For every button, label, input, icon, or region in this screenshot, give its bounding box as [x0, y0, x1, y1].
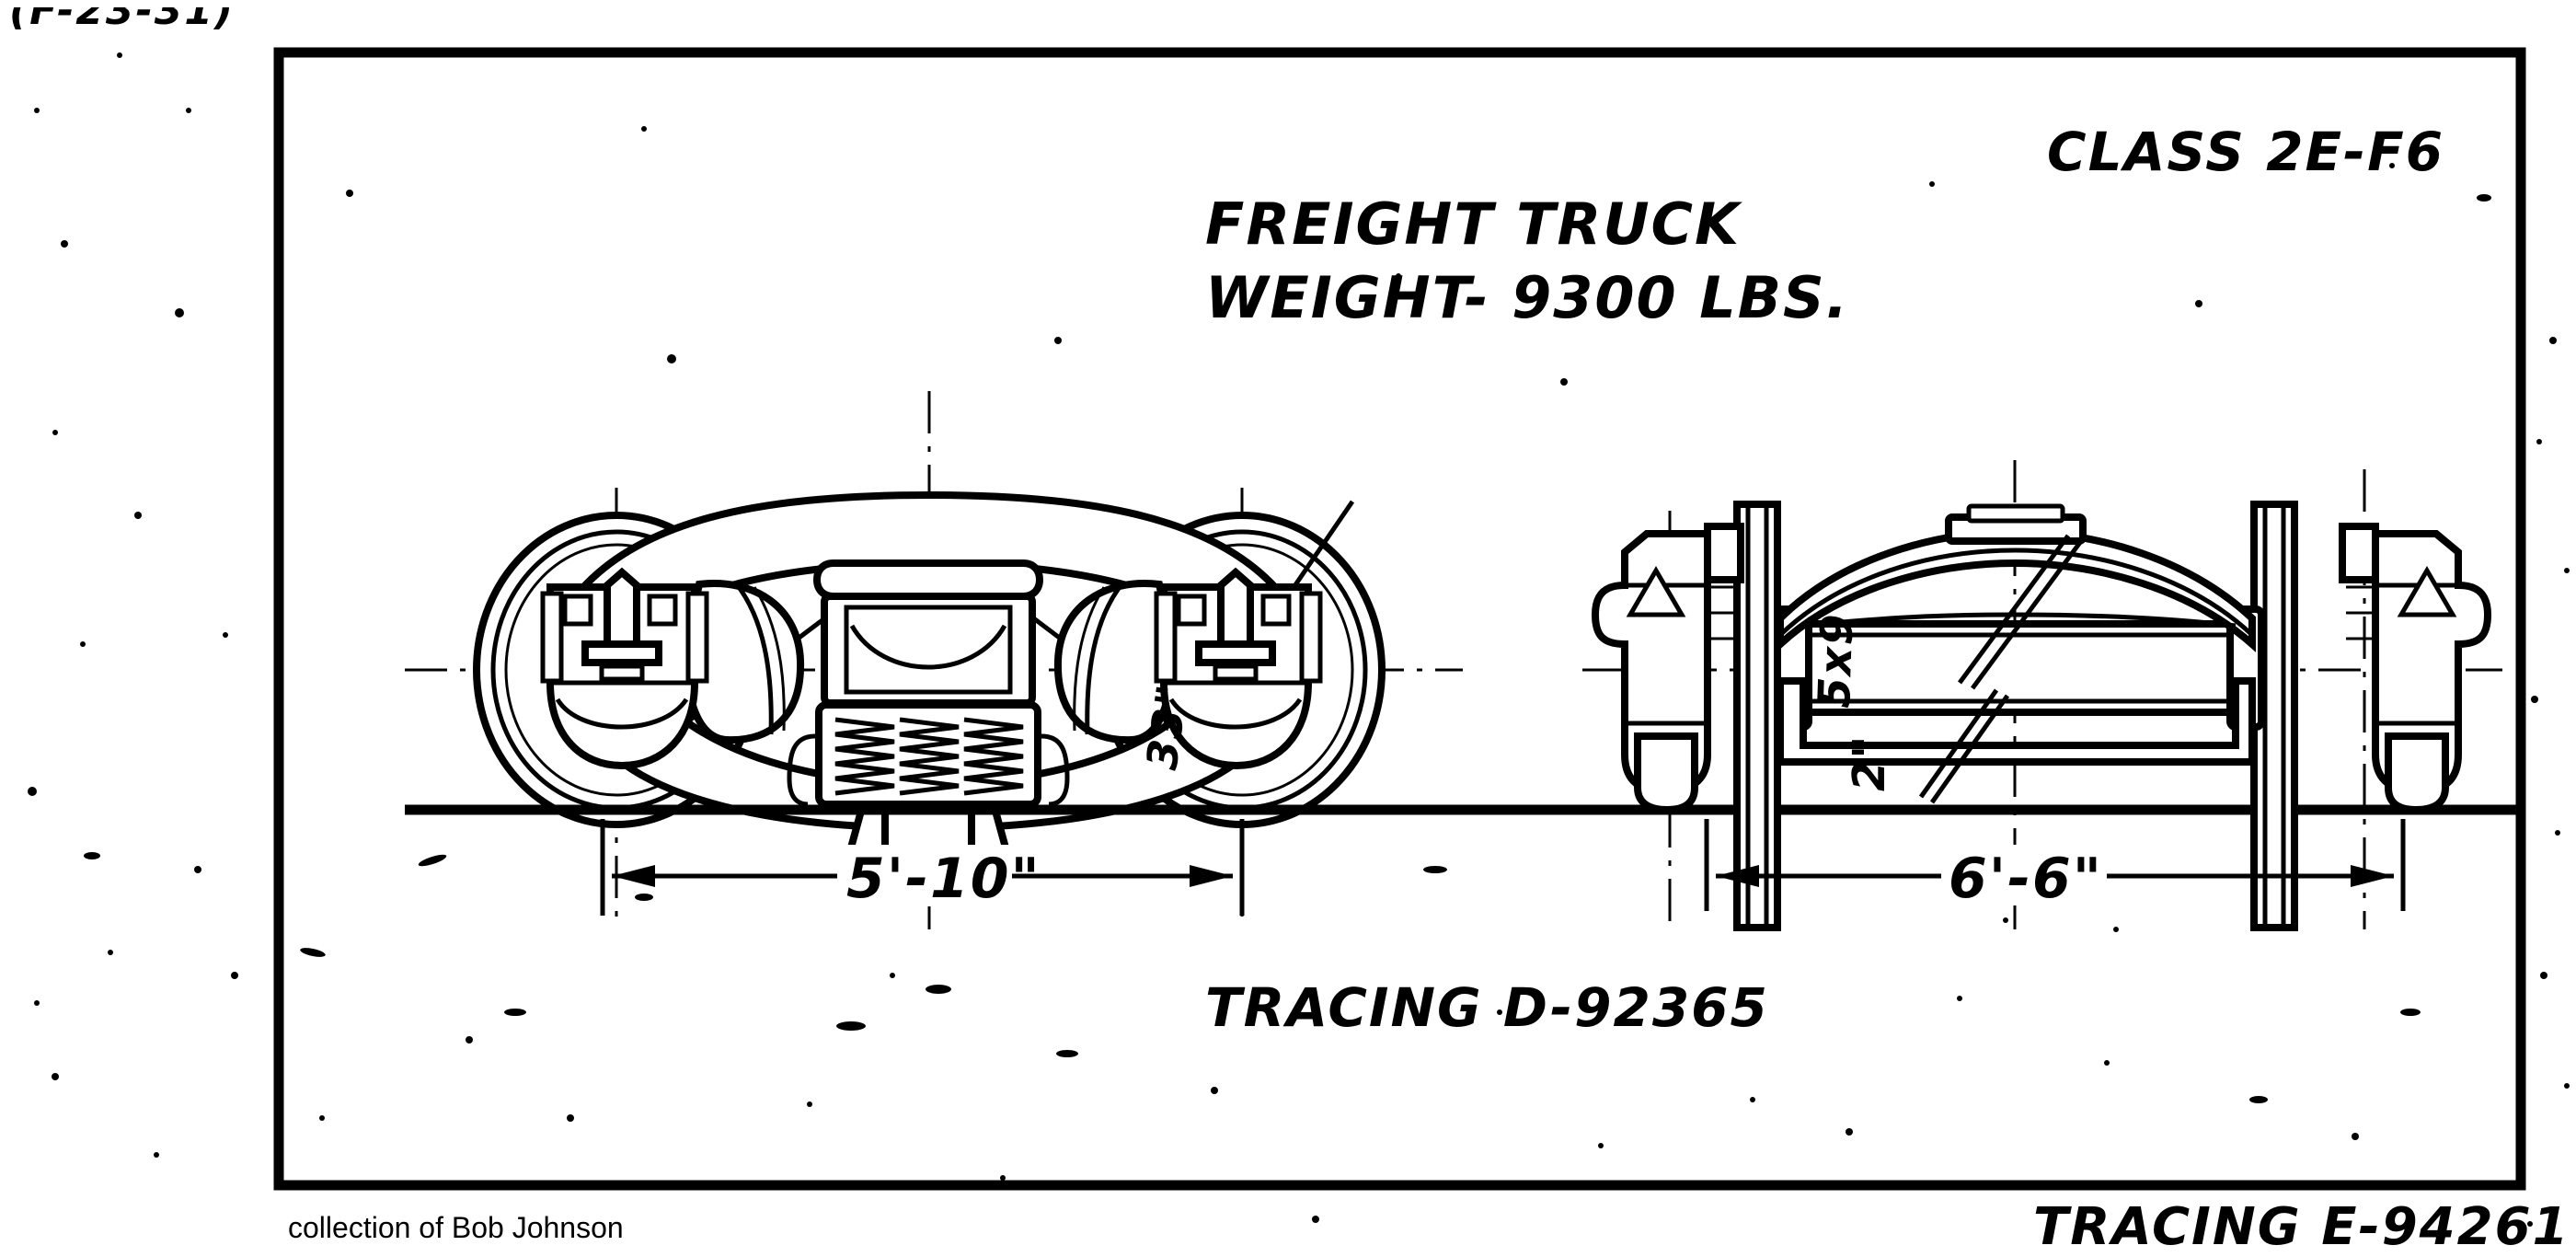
credit-text: collection of Bob Johnson: [288, 1211, 624, 1244]
journal-box-right: [1154, 500, 1355, 770]
journal-box-end-right: [2339, 523, 2492, 814]
heading-block: CLASS 2E-F6 FREIGHT TRUCK WEIGHT- 9300 L…: [1205, 121, 2444, 331]
journal-box-end-left: [1591, 523, 1744, 814]
axle-note: 2": [1844, 734, 1895, 791]
arch-bars-end: [1777, 503, 2256, 804]
spring-nest: [834, 717, 1024, 796]
axle-note-text: 2": [1844, 734, 1895, 791]
wheel-diameter-note: 33": [1136, 680, 1198, 773]
journal-box-left: [540, 567, 709, 770]
track-dimension-text: 6'-6": [1949, 847, 2103, 911]
wheelbase-dimension: 5'-10": [600, 819, 1245, 916]
wheel-diameter-text: 33": [1136, 680, 1198, 773]
title-line-2: WEIGHT- 9300 LBS.: [1205, 264, 1849, 331]
side-elevation-view: 33" 5'-10": [405, 391, 2521, 929]
clip-mask: [0, 0, 276, 7]
bolster-assembly: [787, 559, 1070, 872]
journal-size-text: 5x9: [1809, 612, 1864, 709]
wheelbase-dimension-text: 5'-10": [846, 847, 1041, 911]
journal-size-note: 5x9: [1809, 612, 1864, 709]
center-plate-arc: [849, 624, 1007, 670]
tracing-bottom-right-text: TRACING E-94261: [2033, 1197, 2570, 1257]
center-plate-cap: [812, 559, 1044, 600]
title-line-1: FREIGHT TRUCK: [1205, 190, 1742, 258]
tracing-center-text: TRACING D-92365: [1205, 976, 1769, 1039]
tracing-notes: TRACING D-92365 TRACING E-94261: [1205, 976, 2570, 1257]
end-elevation-view: 5x9 2" 6'-6": [1582, 460, 2502, 931]
class-label: CLASS 2E-F6: [2047, 121, 2444, 183]
track-dimension: 6'-6": [1704, 819, 2406, 911]
drawing-border: [273, 47, 2526, 1191]
